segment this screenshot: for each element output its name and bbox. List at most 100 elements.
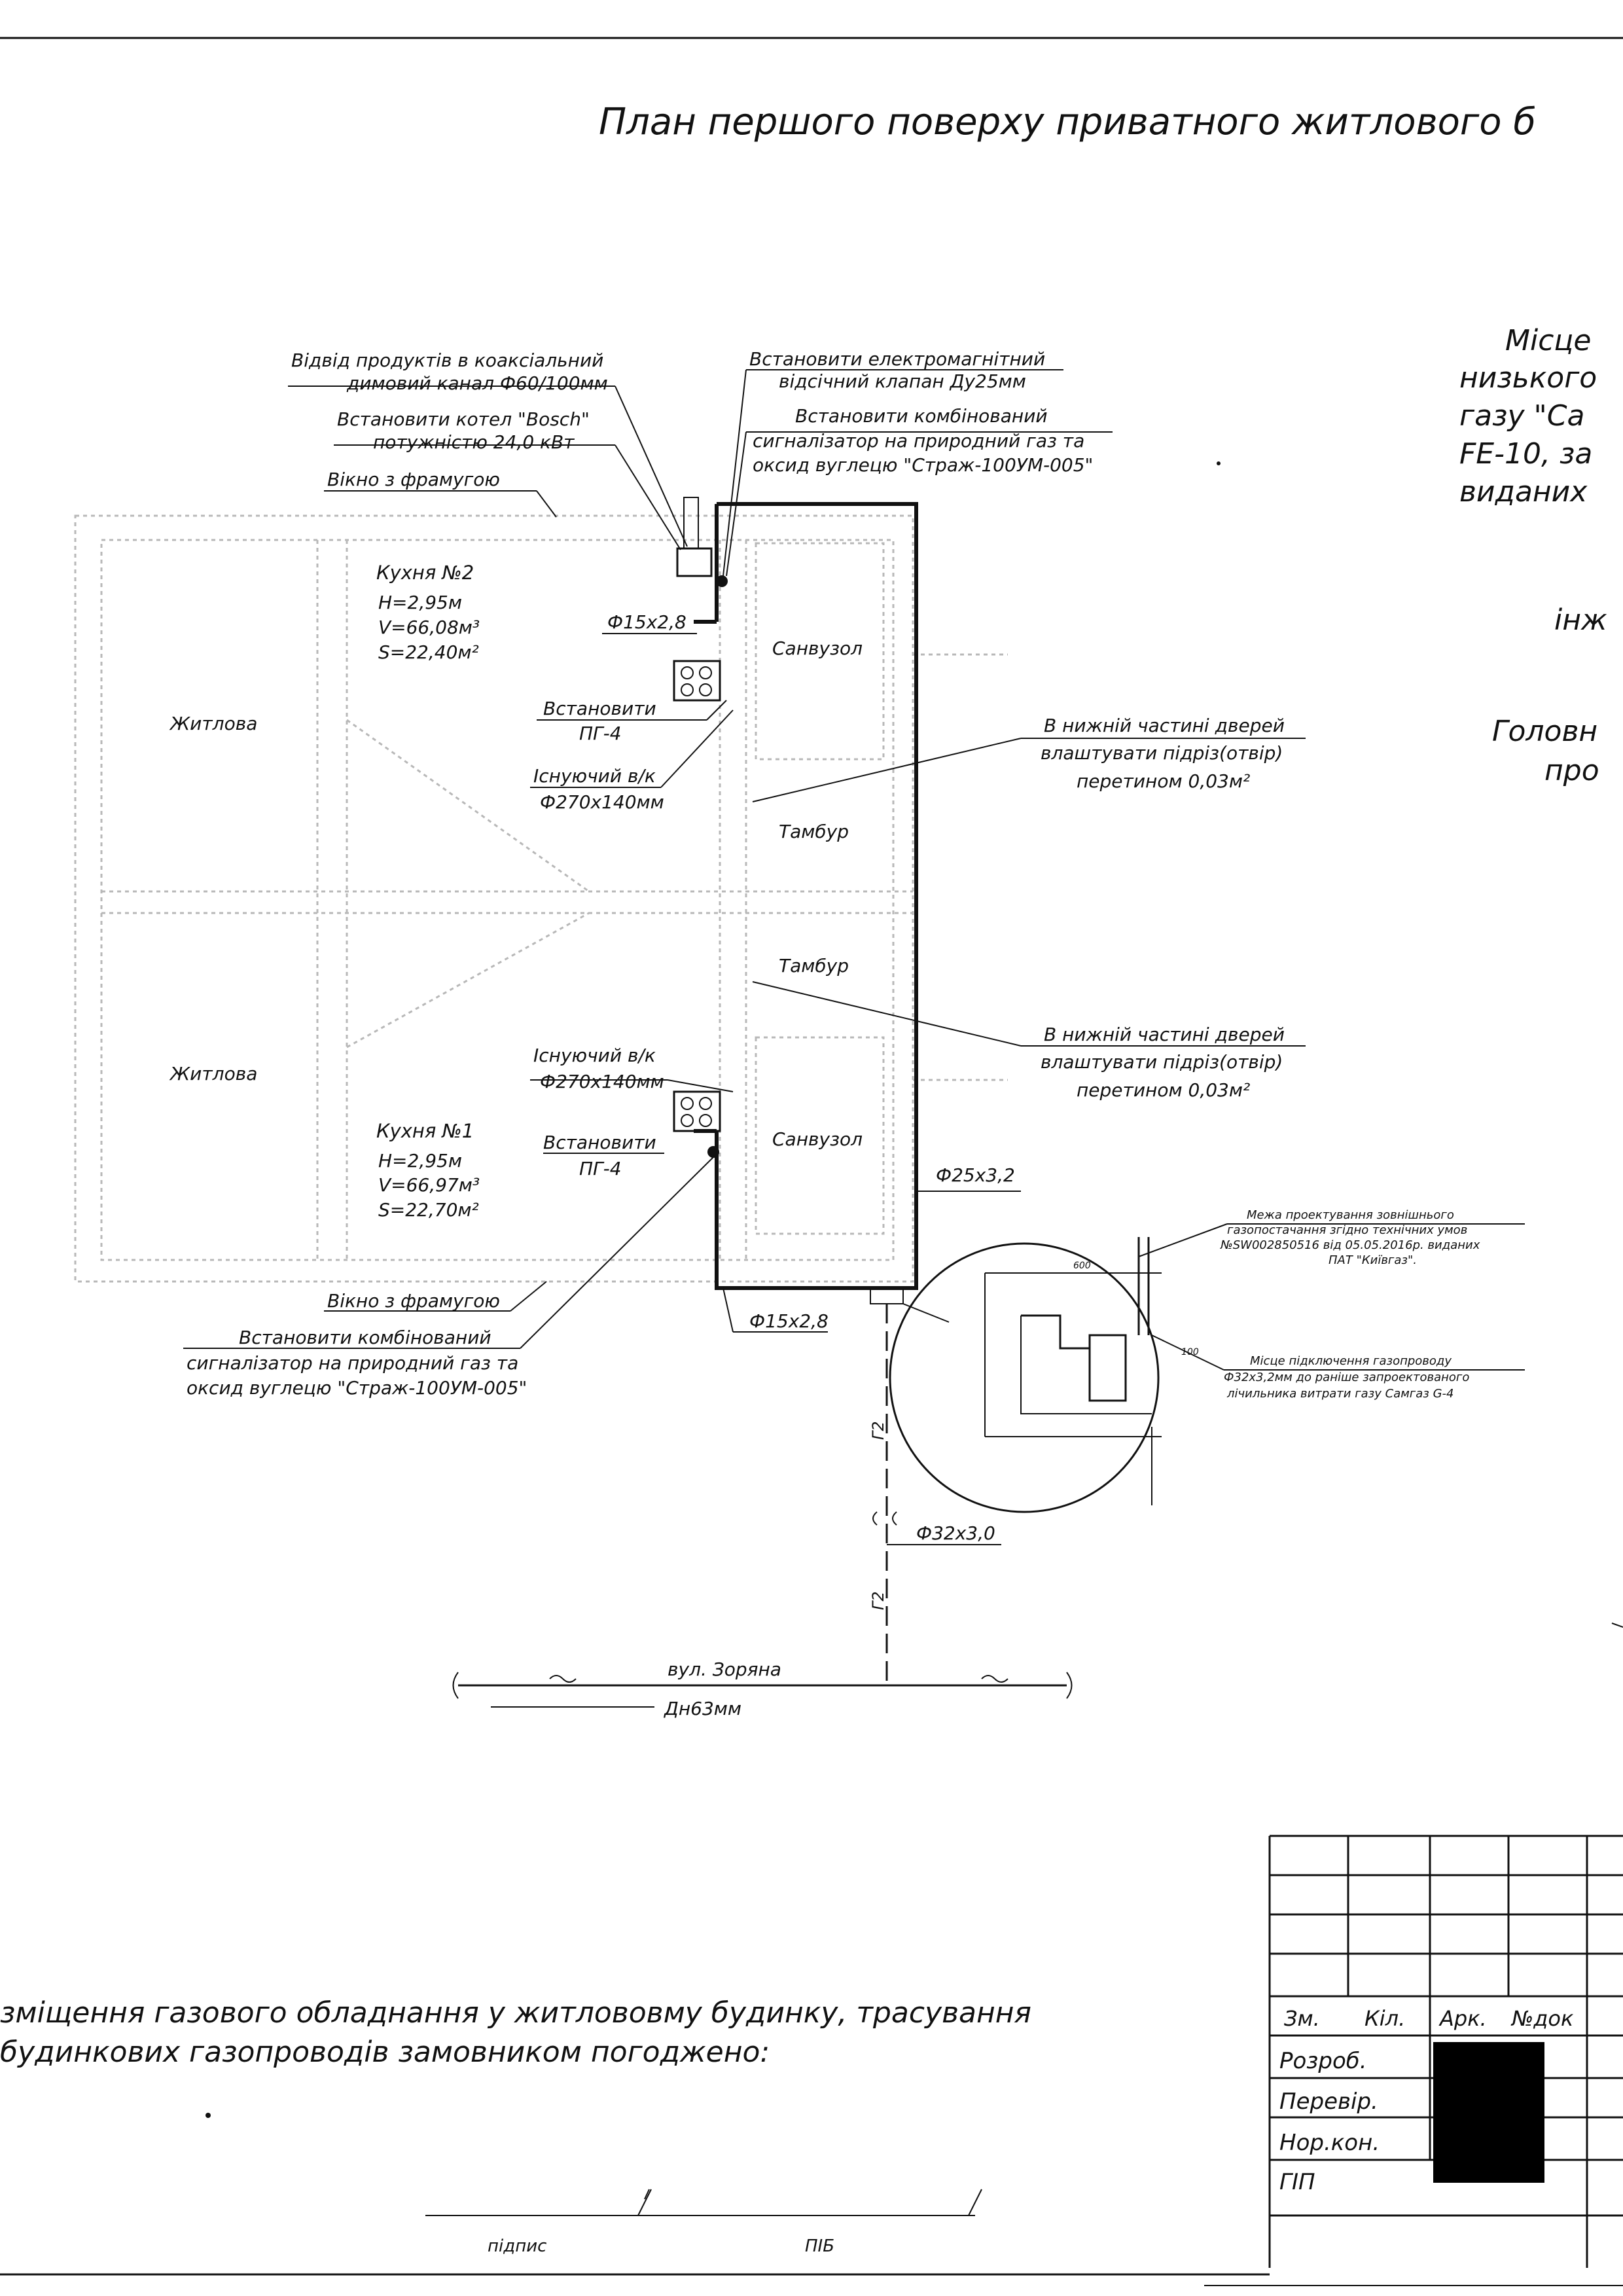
room-labels: Кухня №2 H=2,95м V=66,08м³ S=22,40м² Кух… [169,562,863,1221]
window-note: Вікно з фрамугою [327,1290,500,1312]
room-name: Тамбур [779,821,849,842]
vent-note: Існуючий в/к [533,765,656,787]
tb-row: ГІП [1279,2169,1315,2195]
room-name: Житлова [169,713,257,734]
service-line [870,1287,1001,1685]
install-note: Встановити [543,1132,656,1153]
right-note-line: FE-10, за [1459,437,1592,471]
gas-line-mark: Г2 [869,1591,887,1610]
flue-symbol [683,497,699,549]
room-height: H=2,95м [378,592,462,613]
right-note-line: виданих [1459,475,1588,509]
flue-note: димовий канал Ф60/100мм [346,372,608,394]
vent-note: Ф270х140мм [540,791,664,813]
room-name: Тамбур [779,955,849,977]
approval-block: зміщення газового обладнання у житлововм… [0,1996,1031,2256]
boundary-note: газопостачання згідно технічних умов [1227,1223,1467,1237]
boiler-note: Встановити котел "Bosch" [337,408,590,430]
leader-lines [183,369,1306,1349]
stove-symbol [673,1090,721,1132]
street-name: вул. Зоряна [668,1659,781,1680]
connection-note: Місце підключення газопроводу [1250,1354,1452,1368]
flue-note: Відвід продуктів в коаксіальний [291,350,603,371]
main-pipe-label: Дн63мм [663,1698,741,1719]
street-main [452,1672,1073,1708]
detector-note: Встановити комбінований [795,405,1048,427]
door-cut-note: влаштувати підріз(отвір) [1041,742,1283,764]
install-note: Встановити [543,698,656,719]
pipe-label: Ф15х2,8 [607,611,687,633]
boiler-symbol [676,547,713,577]
room-height: H=2,95м [378,1150,462,1172]
right-note-line: газу "Са [1459,399,1584,433]
valve-note: Встановити електромагнітний [749,348,1045,370]
tb-header: Зм. [1284,2006,1320,2031]
valve-note: відсічний клапан Ду25мм [779,370,1026,392]
stray-mark [1217,461,1221,465]
detail-view: 600 100 [889,1223,1525,1513]
approval-line: будинкових газопроводів замовником погод… [0,2036,770,2069]
gas-line-mark: Г2 [869,1421,887,1440]
stove-symbol [673,660,721,702]
detector-note: сигналізатор на природний газ та [187,1352,518,1374]
tb-row: Розроб. [1279,2048,1367,2074]
tb-header: №док [1510,2006,1574,2031]
name-label: ПІБ [805,2236,834,2256]
right-note-line: низького [1459,361,1597,395]
install-note: ПГ-4 [579,723,622,744]
install-note: ПГ-4 [579,1158,622,1179]
room-area: S=22,70м² [378,1199,479,1221]
right-note-line: про [1544,754,1599,787]
title-block: Зм. Кіл. Арк. №док Розроб. Перевір. Нор.… [1268,1835,1623,2268]
tb-row: Нор.кон. [1279,2130,1380,2156]
detector-note: оксид вуглецю "Страж-100УМ-005" [187,1377,527,1399]
vent-note: Існуючий в/к [533,1045,656,1066]
room-volume: V=66,97м³ [378,1174,480,1196]
pipe-label: Ф25х3,2 [936,1164,1015,1186]
detector-note: Встановити комбінований [239,1327,491,1348]
signature-label: підпис [488,2236,546,2256]
detector-note: сигналізатор на природний газ та [753,430,1084,452]
tb-header: Кіл. [1364,2006,1405,2031]
stray-mark [205,2113,211,2118]
room-name: Санвузол [772,1128,863,1150]
right-notes: Місце низького газу "Са FE-10, за видани… [1459,324,1607,787]
tb-row: Перевір. [1279,2089,1378,2115]
connection-note: лічильника витрати газу Самгаз G-4 [1226,1387,1454,1401]
room-name: Санвузол [772,637,863,659]
door-cut-note: перетином 0,03м² [1077,1079,1250,1101]
right-note-line: Головн [1492,715,1597,748]
vent-note: Ф270х140мм [540,1071,664,1092]
boiler-note: потужністю 24,0 кВт [373,431,575,453]
door-cut-note: перетином 0,03м² [1077,770,1250,792]
right-note-line: Місце [1505,324,1591,357]
tb-header: Арк. [1438,2006,1487,2031]
room-name: Кухня №2 [376,562,474,584]
window-note: Вікно з фрамугою [327,469,500,490]
detail-dim: 100 [1181,1347,1199,1357]
drawing-title: План першого поверху приватного житловог… [599,101,1536,143]
room-volume: V=66,08м³ [378,617,480,638]
door-cut-note: влаштувати підріз(отвір) [1041,1051,1283,1073]
boundary-note: ПАТ "Київгаз". [1329,1253,1417,1267]
door-cut-note: В нижній частині дверей [1044,1024,1285,1045]
detail-dim: 600 [1073,1261,1091,1271]
connection-note: Ф32х3,2мм до раніше запроектованого [1224,1371,1469,1384]
detector-note: оксид вуглецю "Страж-100УМ-005" [753,454,1093,476]
boundary-note: Межа проектування зовнішнього [1247,1208,1454,1222]
pipe-label: Ф15х2,8 [749,1310,829,1332]
right-note-line: інж [1554,603,1607,637]
room-name: Кухня №1 [376,1120,474,1142]
detail-notes: Межа проектування зовнішнього газопостач… [1220,1208,1480,1401]
door-cut-note: В нижній частині дверей [1044,715,1285,736]
boundary-note: №SW002850516 від 05.05.2016р. виданих [1220,1238,1480,1252]
stray-mark [1611,1623,1623,1628]
room-area: S=22,40м² [378,641,479,663]
callout-texts: Відвід продуктів в коаксіальний димовий … [187,348,1285,1719]
pipe-label: Ф32х3,0 [916,1522,995,1544]
building-walls [74,514,1008,1283]
room-name: Житлова [169,1063,257,1085]
approval-line: зміщення газового обладнання у житлововм… [0,1996,1031,2030]
redacted-signatures [1433,2042,1544,2183]
